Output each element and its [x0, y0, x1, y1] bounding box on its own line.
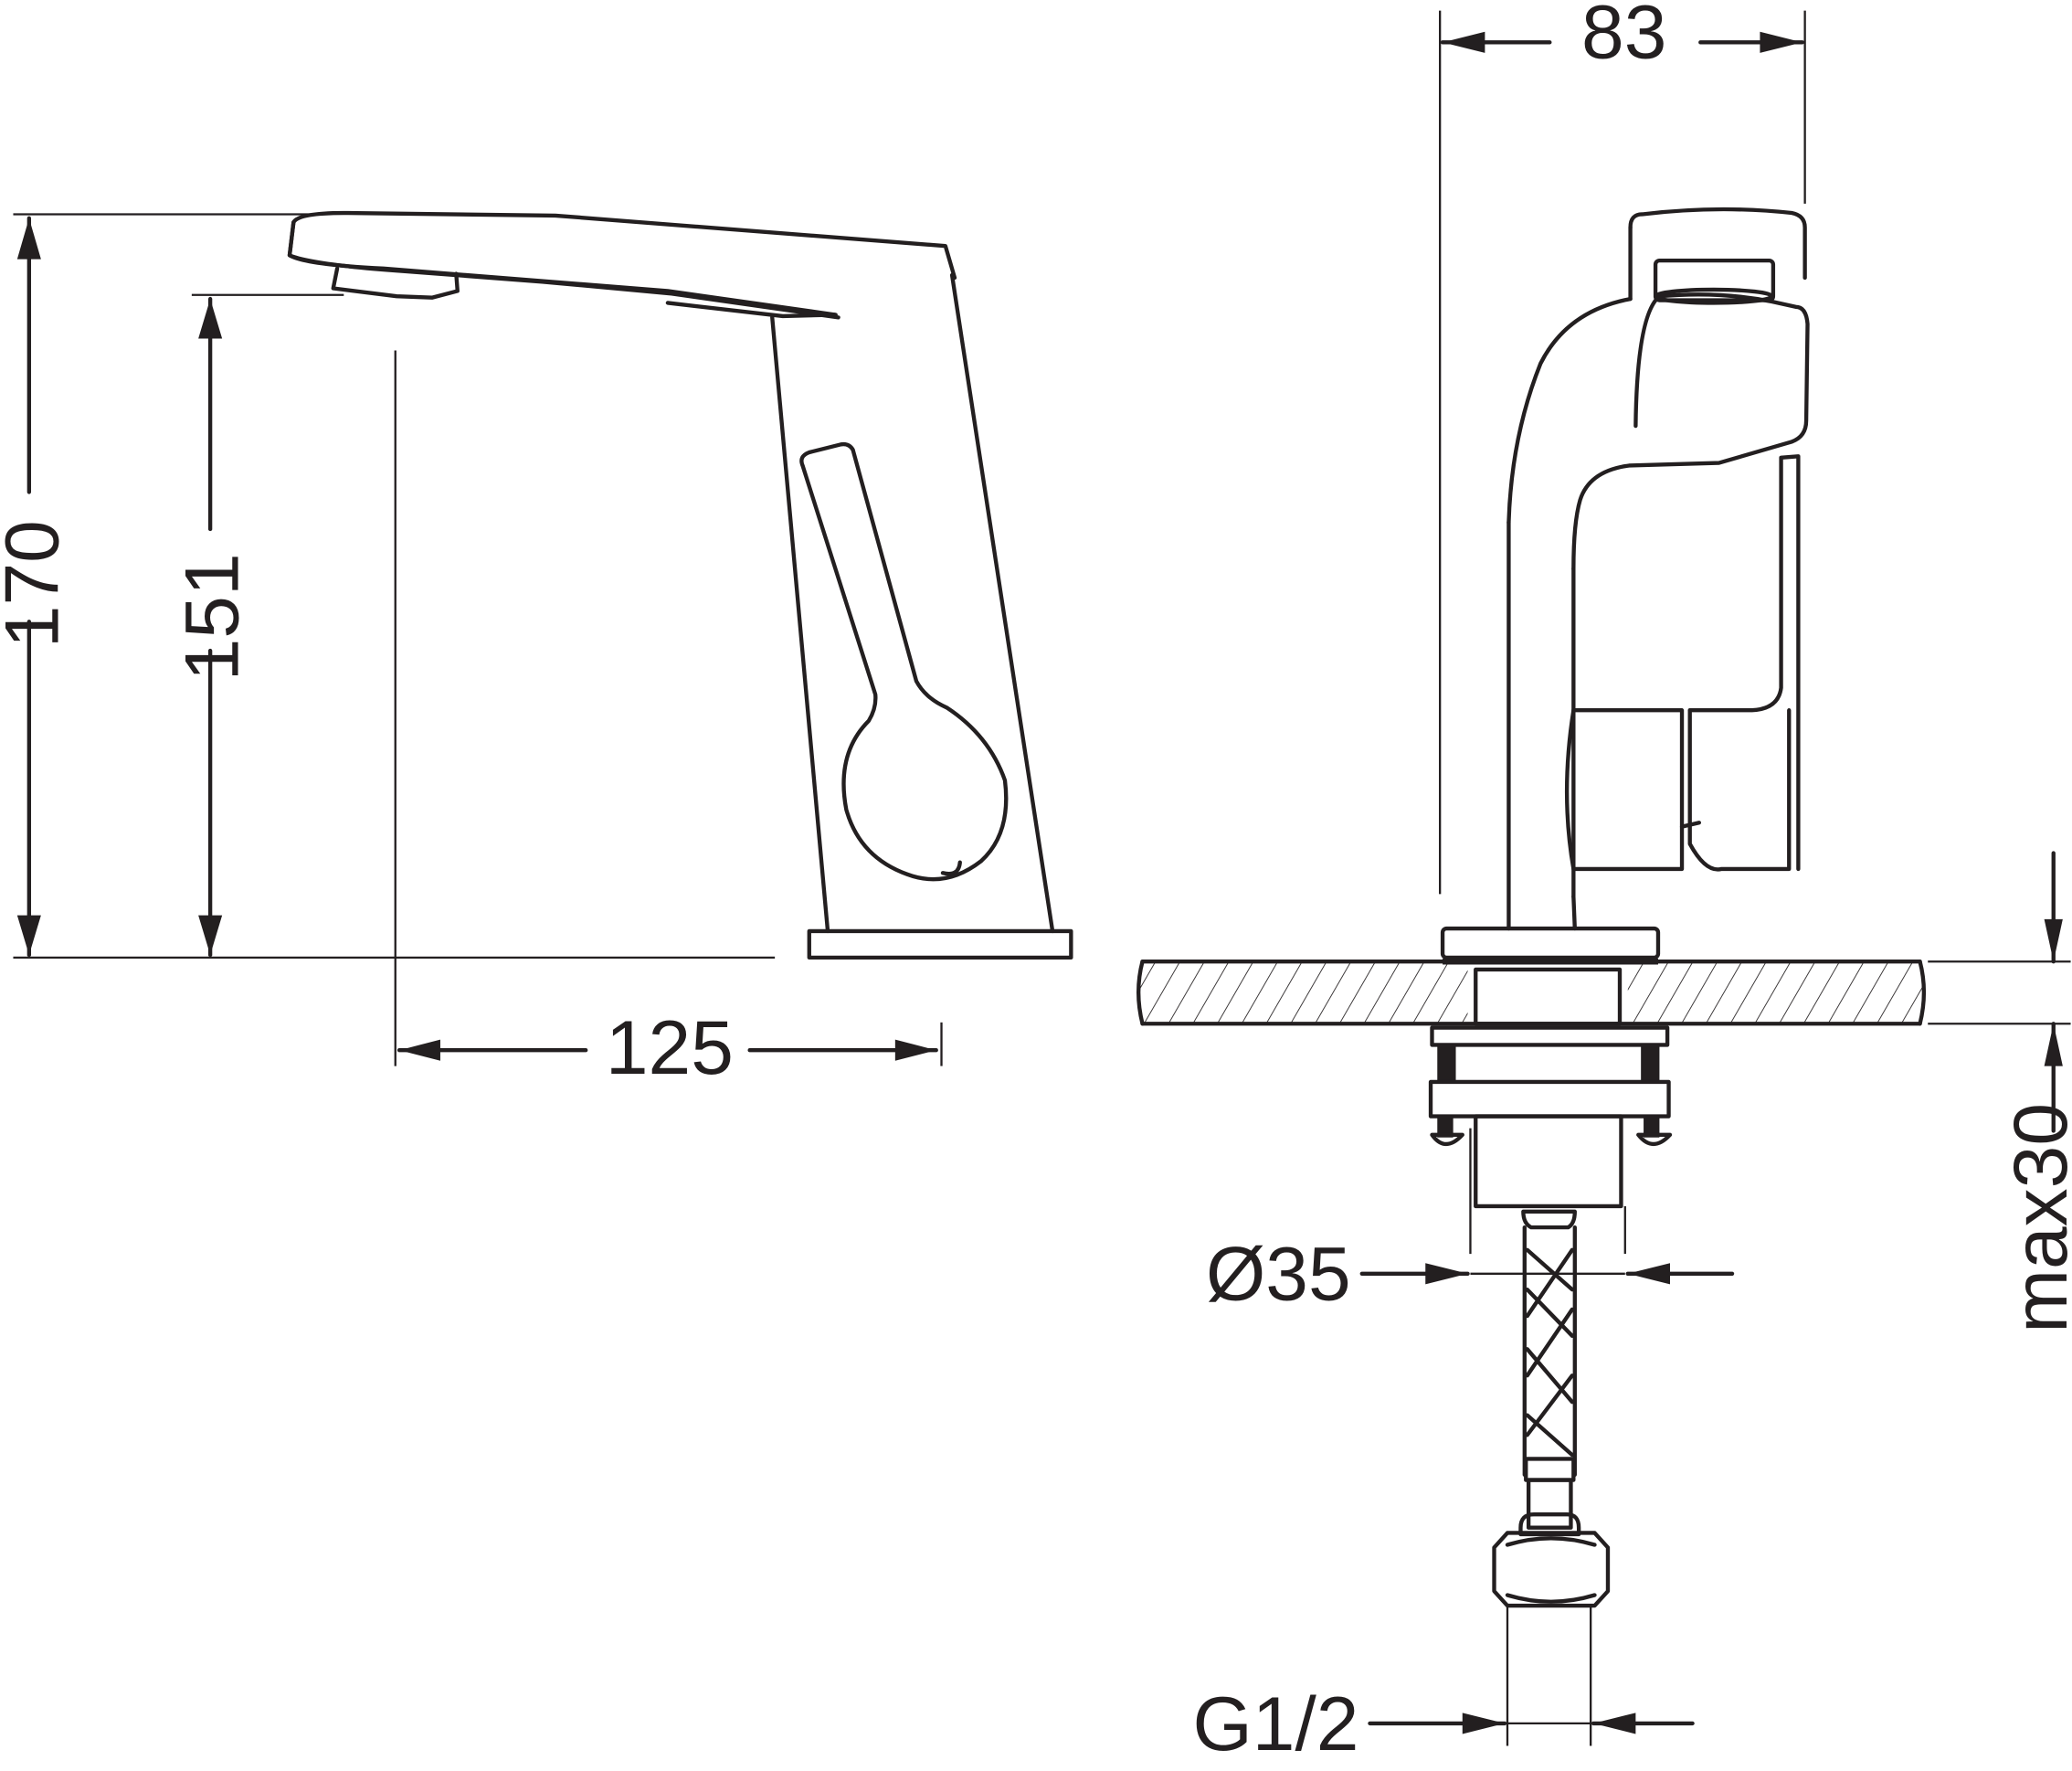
dimension-125: 125	[396, 1004, 938, 1090]
arrow-down-icon	[2044, 918, 2063, 962]
dimension-label-170: 170	[0, 520, 75, 648]
arrow-right-icon	[1425, 1263, 1468, 1285]
arrow-up-icon	[16, 217, 41, 260]
dimension-label-125: 125	[606, 1004, 734, 1090]
dimension-label-thread-g1-2: G1/2	[1193, 1681, 1359, 1766]
faucet-side-outline	[287, 210, 1073, 960]
mounting-hardware	[1428, 1025, 1673, 1608]
worktop-section	[1136, 960, 1927, 1026]
braided-hose-icon	[1525, 1247, 1575, 1458]
arrow-down-icon	[16, 915, 41, 955]
arrow-left-icon	[1627, 1263, 1671, 1285]
arrow-left-icon	[1593, 1713, 1636, 1734]
side-elevation-view: 170 151 125	[0, 210, 1073, 1090]
dimension-label-83: 83	[1581, 0, 1666, 75]
dimension-label-max30: max30	[1997, 1103, 2072, 1333]
dimension-83: 83	[1440, 0, 1804, 75]
dimension-label-151: 151	[169, 553, 255, 681]
dimension-max30: max30	[1928, 851, 2072, 1333]
dimension-thread: G1/2	[1193, 1681, 1695, 1766]
arrow-up-icon	[2044, 1023, 2063, 1066]
dimension-hole-diameter: Ø35	[1206, 1231, 1735, 1317]
arrow-right-icon	[894, 1039, 936, 1061]
dimension-170: 170	[0, 216, 75, 958]
dimension-label-diameter-35: Ø35	[1206, 1231, 1351, 1317]
arrow-right-icon	[1462, 1713, 1506, 1734]
arrow-left-icon	[1443, 31, 1485, 53]
dimension-151: 151	[169, 296, 255, 958]
arrow-up-icon	[198, 299, 223, 339]
arrow-right-icon	[1760, 31, 1802, 53]
hex-nut-icon	[1492, 1531, 1611, 1608]
front-elevation-view: 83	[1136, 0, 2072, 1766]
arrow-down-icon	[198, 915, 223, 955]
faucet-front-outline	[1440, 207, 1810, 965]
arrow-left-icon	[399, 1039, 440, 1061]
